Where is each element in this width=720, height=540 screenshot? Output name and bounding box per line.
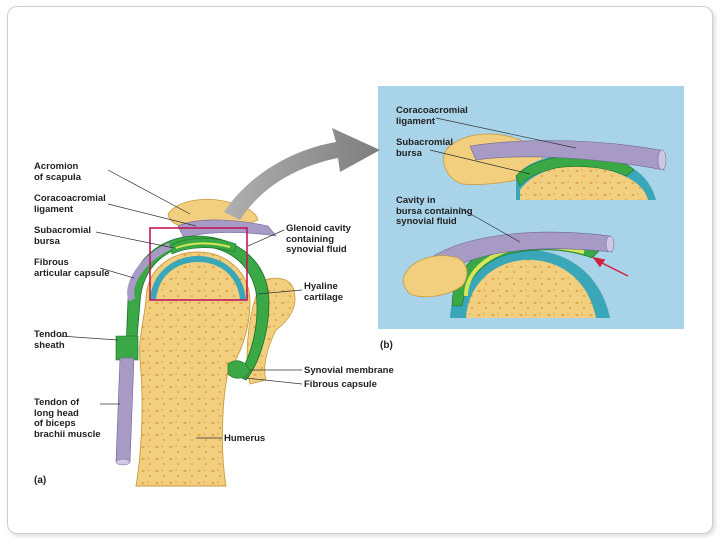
inset-acromion-bottom bbox=[402, 255, 468, 298]
humerus-shaft bbox=[135, 251, 251, 487]
tendon-sheath bbox=[115, 335, 139, 361]
synovial-membrane-pocket bbox=[227, 360, 251, 379]
label-hyaline: Hyaline cartilage bbox=[304, 281, 344, 303]
label-glenoid: Glenoid cavity containing synovial fluid bbox=[286, 223, 351, 255]
label-fibrous-articular: Fibrous articular capsule bbox=[34, 257, 110, 279]
inset-ligament-bottom bbox=[427, 231, 613, 277]
label-tendon-biceps: Tendon of long head of biceps brachii mu… bbox=[34, 397, 101, 440]
zoom-arrow bbox=[224, 128, 380, 220]
subacromial-bursa bbox=[169, 237, 237, 255]
label-humerus: Humerus bbox=[224, 433, 266, 444]
coracoacromial-ligament bbox=[177, 219, 277, 239]
label-coracoacromial-b: Coracoacromial ligament bbox=[396, 105, 468, 127]
label-synovial-membrane: Synovial membrane bbox=[304, 365, 394, 376]
label-tendon-sheath: Tendon sheath bbox=[34, 329, 68, 351]
label-acromion: Acromion of scapula bbox=[34, 161, 81, 183]
leader-lines-b bbox=[429, 117, 577, 243]
leader-lines-a bbox=[59, 169, 303, 439]
pointer-arrow bbox=[592, 256, 629, 277]
label-subacromial-b: Subacromial bursa bbox=[396, 137, 454, 159]
label-fibrous-capsule: Fibrous capsule bbox=[304, 379, 377, 390]
hyaline-cartilage bbox=[150, 256, 246, 300]
scapula-glenoid bbox=[246, 277, 296, 385]
panel-a-letter: (a) bbox=[34, 475, 47, 486]
label-cavity: Cavity in bursa containing synovial flui… bbox=[396, 195, 473, 227]
biceps-tendon bbox=[115, 357, 135, 463]
inset-ligament-top bbox=[469, 140, 665, 171]
highlight-box bbox=[149, 227, 248, 301]
label-subacromial-a: Subacromial bursa bbox=[34, 225, 92, 247]
panel-b-letter: (b) bbox=[380, 340, 393, 351]
label-coracoacromial-a: Coracoacromial ligament bbox=[34, 193, 106, 215]
